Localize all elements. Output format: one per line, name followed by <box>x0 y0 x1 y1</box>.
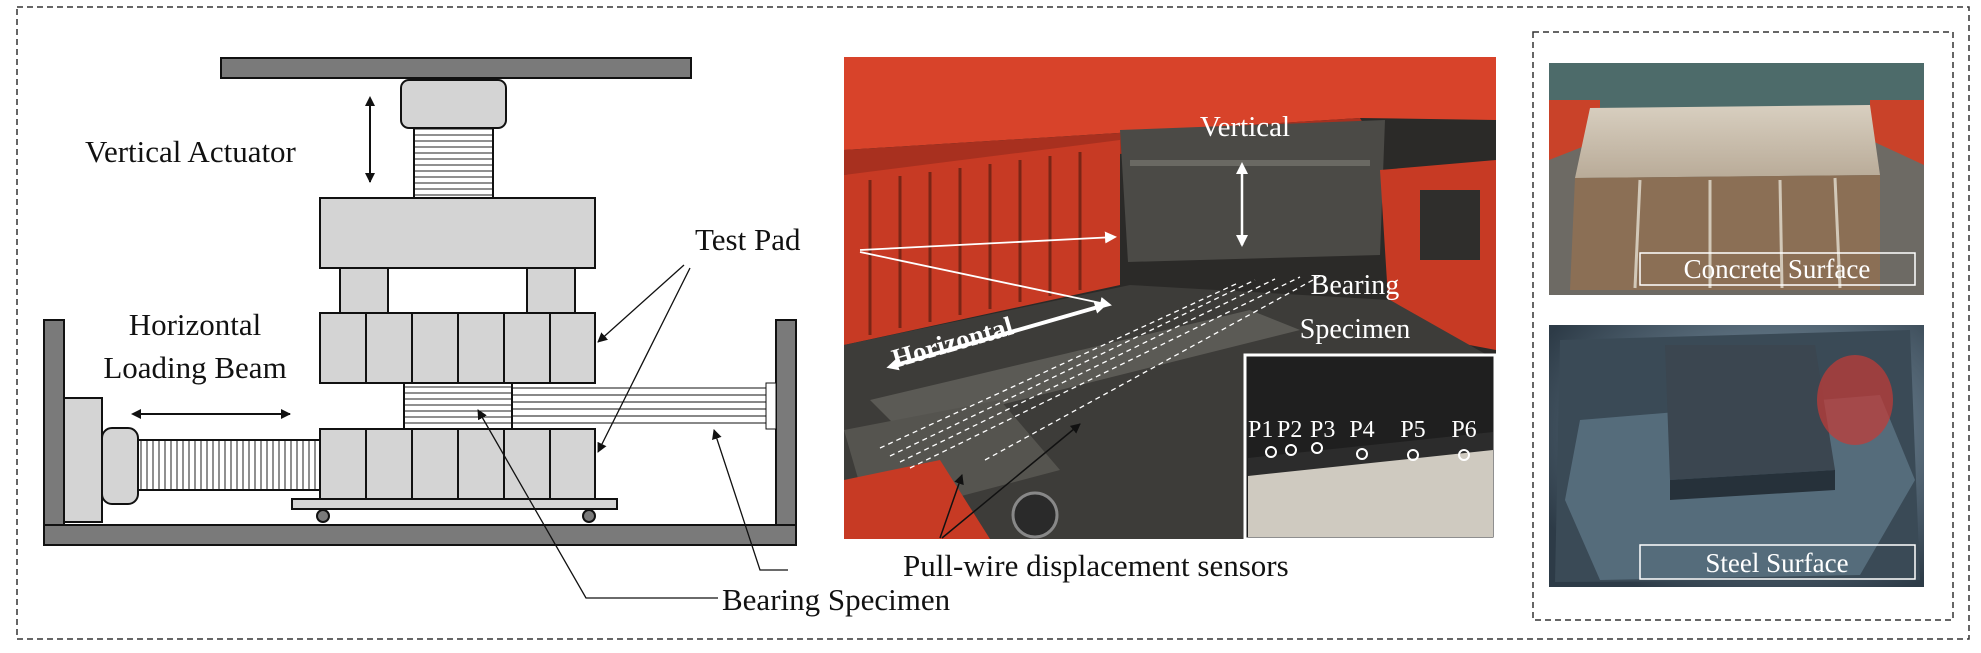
test-pad-label: Test Pad <box>695 222 801 257</box>
concrete-surface-label: Concrete Surface <box>1684 254 1871 284</box>
point-label-p3: P3 <box>1310 417 1335 443</box>
sensors-label: Pull-wire displacement sensors <box>903 548 1289 583</box>
point-label-p6: P6 <box>1451 417 1476 443</box>
steel-surface-photo: Steel Surface <box>1549 325 1924 587</box>
photo-arrows <box>859 162 1248 539</box>
inset-photo: P1 P2 P3 P4 P5 P6 <box>1243 353 1497 541</box>
actuator-rod <box>413 127 494 199</box>
top-plate <box>220 57 692 79</box>
bearing-specimen-block <box>403 382 513 430</box>
sensor-arrow-1 <box>939 474 964 539</box>
schematic-drawing <box>43 57 797 546</box>
horizontal-beam-label-line2: Loading Beam <box>103 350 286 385</box>
horizontal-actuator-rod <box>137 439 321 491</box>
photo-bearing-label-line2: Specimen <box>1300 314 1410 345</box>
point-label-p2: P2 <box>1277 417 1302 443</box>
photo-vertical-label: Vertical <box>1200 111 1290 143</box>
horizontal-beam-label-line1: Horizontal <box>129 307 262 342</box>
vertical-actuator-label: Vertical Actuator <box>85 134 297 169</box>
sliding-plate <box>291 498 618 510</box>
steel-surface-label: Steel Surface <box>1705 548 1848 578</box>
sensor-arrow-2 <box>941 423 1081 539</box>
bearing-specimen-label: Bearing Specimen <box>722 582 951 617</box>
sensor-wires <box>512 382 777 430</box>
horizontal-actuator-body <box>63 397 103 523</box>
outer-border <box>16 6 1970 640</box>
pad-arrow-2 <box>859 251 1112 309</box>
point-label-p1: P1 <box>1248 417 1273 443</box>
bearing-leader <box>477 409 718 599</box>
schematic-arrows <box>131 96 788 599</box>
right-wall <box>775 319 797 526</box>
roller-left <box>316 509 330 523</box>
point-label-p5: P5 <box>1400 417 1425 443</box>
point-label-p4: P4 <box>1349 417 1374 443</box>
concrete-surface-photo: Concrete Surface <box>1549 63 1924 295</box>
horizontal-actuator-head <box>101 427 139 505</box>
test-pad-leader-2 <box>597 267 691 453</box>
roller-right <box>582 509 596 523</box>
test-pad-leader-1 <box>597 264 685 343</box>
pad-arrow-1 <box>859 231 1117 251</box>
left-pillar <box>339 267 389 314</box>
photo-bearing-label-line1: Bearing <box>1311 270 1400 301</box>
base-beam <box>43 524 797 546</box>
right-pillar <box>526 267 576 314</box>
horizontal-arrow <box>886 301 1107 371</box>
left-wall <box>43 319 65 526</box>
upper-block <box>319 197 596 269</box>
surfaces-panel-border <box>1532 31 1954 621</box>
sensor-leader-schematic <box>712 429 788 571</box>
actuator-head <box>400 79 507 129</box>
